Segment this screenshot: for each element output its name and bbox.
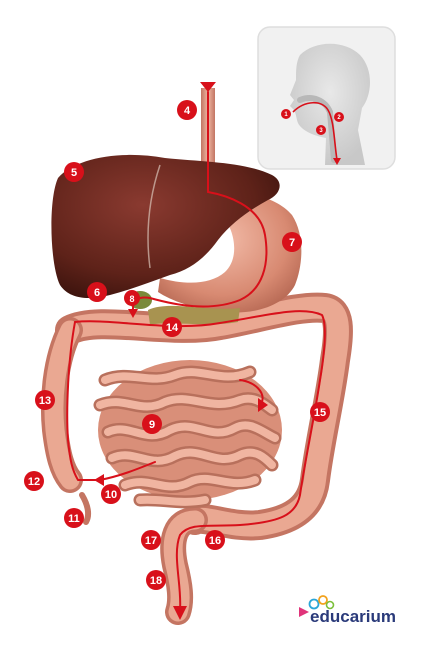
- small-intestine: [93, 360, 282, 509]
- svg-text:4: 4: [184, 105, 191, 117]
- logo-mark-icon: [299, 595, 335, 617]
- svg-text:3: 3: [319, 128, 323, 134]
- label-badge-11: 11: [64, 508, 84, 528]
- svg-text:10: 10: [105, 489, 117, 501]
- liver: [51, 154, 280, 298]
- appendix: [79, 492, 92, 525]
- label-badge-16: 16: [205, 530, 225, 550]
- svg-text:14: 14: [166, 322, 179, 334]
- head-silhouette: [290, 43, 370, 165]
- inset-label-3: 3: [316, 125, 326, 135]
- svg-text:16: 16: [209, 535, 221, 547]
- svg-text:9: 9: [149, 419, 155, 431]
- svg-text:2: 2: [337, 115, 341, 121]
- logo-wordmark: educarium: [310, 607, 396, 626]
- label-badge-14: 14: [162, 317, 182, 337]
- liver-ligament: [147, 164, 161, 269]
- svg-text:1: 1: [284, 112, 288, 118]
- label-badge-13: 13: [35, 390, 55, 410]
- label-badge-7: 7: [282, 232, 302, 252]
- svg-text:8: 8: [129, 294, 134, 304]
- inset-arrowhead: [333, 158, 341, 165]
- inset-food-path: [292, 101, 338, 161]
- inset-label-2: 2: [334, 112, 344, 122]
- svg-text:11: 11: [68, 513, 80, 525]
- label-badge-17: 17: [141, 530, 161, 550]
- arrowhead-duodenum: [128, 309, 138, 318]
- label-badge-9: 9: [142, 414, 162, 434]
- svg-text:6: 6: [94, 287, 100, 299]
- inset-label-1: 1: [281, 109, 291, 119]
- label-badge-15: 15: [310, 402, 330, 422]
- svg-text:5: 5: [71, 167, 77, 179]
- label-badge-18: 18: [146, 570, 166, 590]
- arrowhead-rectum: [173, 606, 187, 620]
- label-badge-4: 4: [177, 100, 197, 120]
- label-badge-12: 12: [24, 471, 44, 491]
- svg-text:13: 13: [39, 395, 51, 407]
- arrowhead-small-intestine: [258, 398, 268, 412]
- svg-text:18: 18: [150, 575, 162, 587]
- label-badge-5: 5: [64, 162, 84, 182]
- svg-text:12: 12: [28, 476, 40, 488]
- arrowhead-cecum: [94, 474, 104, 486]
- educarium-logo: educarium: [299, 595, 396, 626]
- svg-text:17: 17: [145, 535, 157, 547]
- label-badge-10: 10: [101, 484, 121, 504]
- stomach: [158, 190, 302, 313]
- svg-text:15: 15: [314, 407, 326, 419]
- label-badge-8: 8: [124, 290, 140, 306]
- svg-text:7: 7: [289, 237, 295, 249]
- arrowhead-esophagus-top: [200, 82, 216, 92]
- label-badge-6: 6: [87, 282, 107, 302]
- inset-head-panel: 1 2 3: [257, 26, 396, 170]
